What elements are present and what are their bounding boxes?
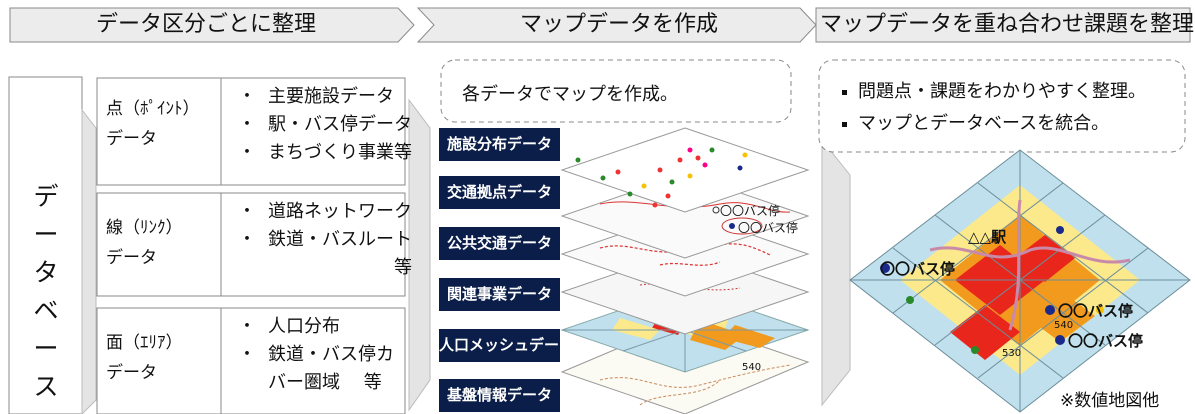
category-item: 道路ネットワーク	[238, 198, 412, 226]
step-arrow-3	[815, 7, 1191, 43]
create-map-note: 各データでマップを作成。	[462, 84, 678, 105]
database-arrow	[81, 108, 97, 414]
database-label: データベース	[28, 178, 64, 406]
overlay-bullet: 問題点・課題をわかりやすく整理。	[838, 76, 1146, 108]
create-map-note-box	[440, 59, 792, 123]
layer-bus-stop-label-1: 〇〇バス停	[720, 204, 781, 218]
database-label-text: データベース	[28, 178, 64, 406]
layer-transport-hubs	[560, 173, 810, 259]
overlay-bus-stop-label-2: 〇〇バス停	[1058, 302, 1134, 320]
step-arrow-2	[416, 7, 817, 43]
database-label-char: ー	[33, 220, 59, 249]
layer-label-transport-hubs: 交通拠点データ	[439, 176, 560, 209]
layer-elevation-label: 540	[742, 362, 762, 373]
layer-label-public-transport: 公共交通データ	[439, 227, 560, 260]
overlay-bus-stop-label-1: 〇〇バス停	[880, 260, 956, 278]
category-items-line: 道路ネットワーク 鉄道・バスルート 等	[238, 198, 412, 282]
layer-facility-distribution	[560, 127, 810, 213]
step-2-label: マップデータを作成	[519, 12, 718, 37]
step-1-label: データ区分ごとに整理	[95, 12, 316, 37]
step-3-label: マップデータを重ね合わせ課題を整理	[820, 12, 1195, 37]
category-item: 鉄道・バス停カ バー圏域 等	[238, 341, 394, 397]
overlay-elevation-label-1: 540	[1054, 320, 1074, 331]
category-label-point: 点（ﾎﾟｲﾝﾄ） データ	[106, 99, 200, 149]
step-arrow-1	[9, 7, 415, 43]
database-label-char: デ	[33, 182, 59, 211]
category-items-point: 主要施設データ 駅・バス停データ まちづくり事業等	[238, 83, 412, 167]
overlay-note-box	[818, 59, 1186, 153]
category-items-area: 人口分布 鉄道・バス停カ バー圏域 等	[238, 313, 394, 397]
category-item: 駅・バス停データ	[238, 111, 412, 139]
database-label-char: ス	[33, 372, 59, 401]
database-label-char: ベ	[33, 296, 59, 325]
category-box-line	[96, 192, 222, 297]
layer-bus-stop-label-2: 〇〇バス停	[738, 221, 799, 235]
category-box-point	[96, 77, 222, 186]
overlay-bullets: 問題点・課題をわかりやすく整理。 マップとデータベースを統合。	[838, 76, 1146, 140]
category-item: まちづくり事業等	[238, 139, 412, 167]
overlay-station-label: △△駅	[968, 228, 1007, 246]
overlay-bullet: マップとデータベースを統合。	[838, 108, 1146, 140]
category-label-line: 線（ﾘﾝｸ） データ	[106, 218, 183, 268]
layer-label-population-mesh: 人口メッシュデータ	[439, 329, 574, 362]
overlay-elevation-label-2: 530	[1002, 348, 1022, 359]
overlay-map	[849, 149, 1191, 413]
database-label-char: ー	[33, 334, 59, 363]
category-item: 人口分布	[238, 313, 394, 341]
flow-arrow-2	[821, 138, 851, 407]
flow-arrow-1	[408, 98, 431, 412]
category-label-area: 面（ｴﾘｱ） データ	[106, 333, 183, 383]
database-box	[8, 76, 83, 414]
database-label-char: タ	[33, 258, 59, 287]
category-item: 鉄道・バスルート 等	[238, 226, 412, 282]
overlay-bus-stop-label-3: 〇〇バス停	[1068, 332, 1144, 350]
category-box-area	[96, 307, 222, 414]
category-item: 主要施設データ	[238, 83, 412, 111]
layer-label-base-info: 基盤情報データ	[439, 379, 560, 412]
source-note: ※数値地図他	[1060, 391, 1160, 411]
layer-label-facility: 施設分布データ	[439, 128, 560, 161]
layer-label-related-projects: 関連事業データ	[439, 278, 560, 311]
